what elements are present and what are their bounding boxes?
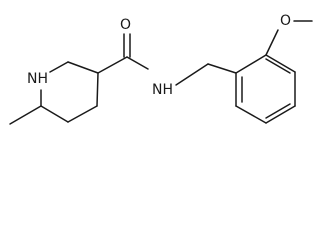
molecule-diagram: NH O NH O: [9, 13, 313, 125]
amide-nh-label: NH: [152, 82, 173, 98]
bond-methyl: [9, 105, 42, 125]
bond-ar-1-2: [235, 54, 267, 74]
bond-ar-inner-3: [265, 103, 291, 119]
ether-o-label: O: [280, 13, 291, 29]
ring-nh-label: NH: [27, 71, 48, 87]
bond-c4-c5: [67, 105, 98, 123]
bond-carbonyl-amide-n: [126, 56, 149, 70]
bond-ch2-aromatic: [207, 63, 237, 74]
bond-amide-n-ch2: [175, 63, 209, 86]
bond-ar-5-6: [235, 105, 267, 124]
piperidine-ring: [40, 61, 99, 123]
bond-ar-2-3: [265, 54, 296, 73]
bond-c5-c6: [40, 105, 69, 123]
bond-ch2-c3: [67, 61, 99, 74]
bond-ar-ether-o: [265, 29, 279, 56]
carboxamide-group: [97, 33, 149, 74]
amide-o-label: O: [120, 17, 131, 33]
bond-c3-carbonyl: [97, 56, 128, 74]
bond-ring-n-ch2: [49, 61, 69, 73]
bond-ar-inner-2: [265, 58, 291, 74]
benzene-ring: [235, 54, 296, 124]
bond-c3-c4: [96, 72, 99, 107]
bond-ar-4-5: [265, 105, 296, 124]
